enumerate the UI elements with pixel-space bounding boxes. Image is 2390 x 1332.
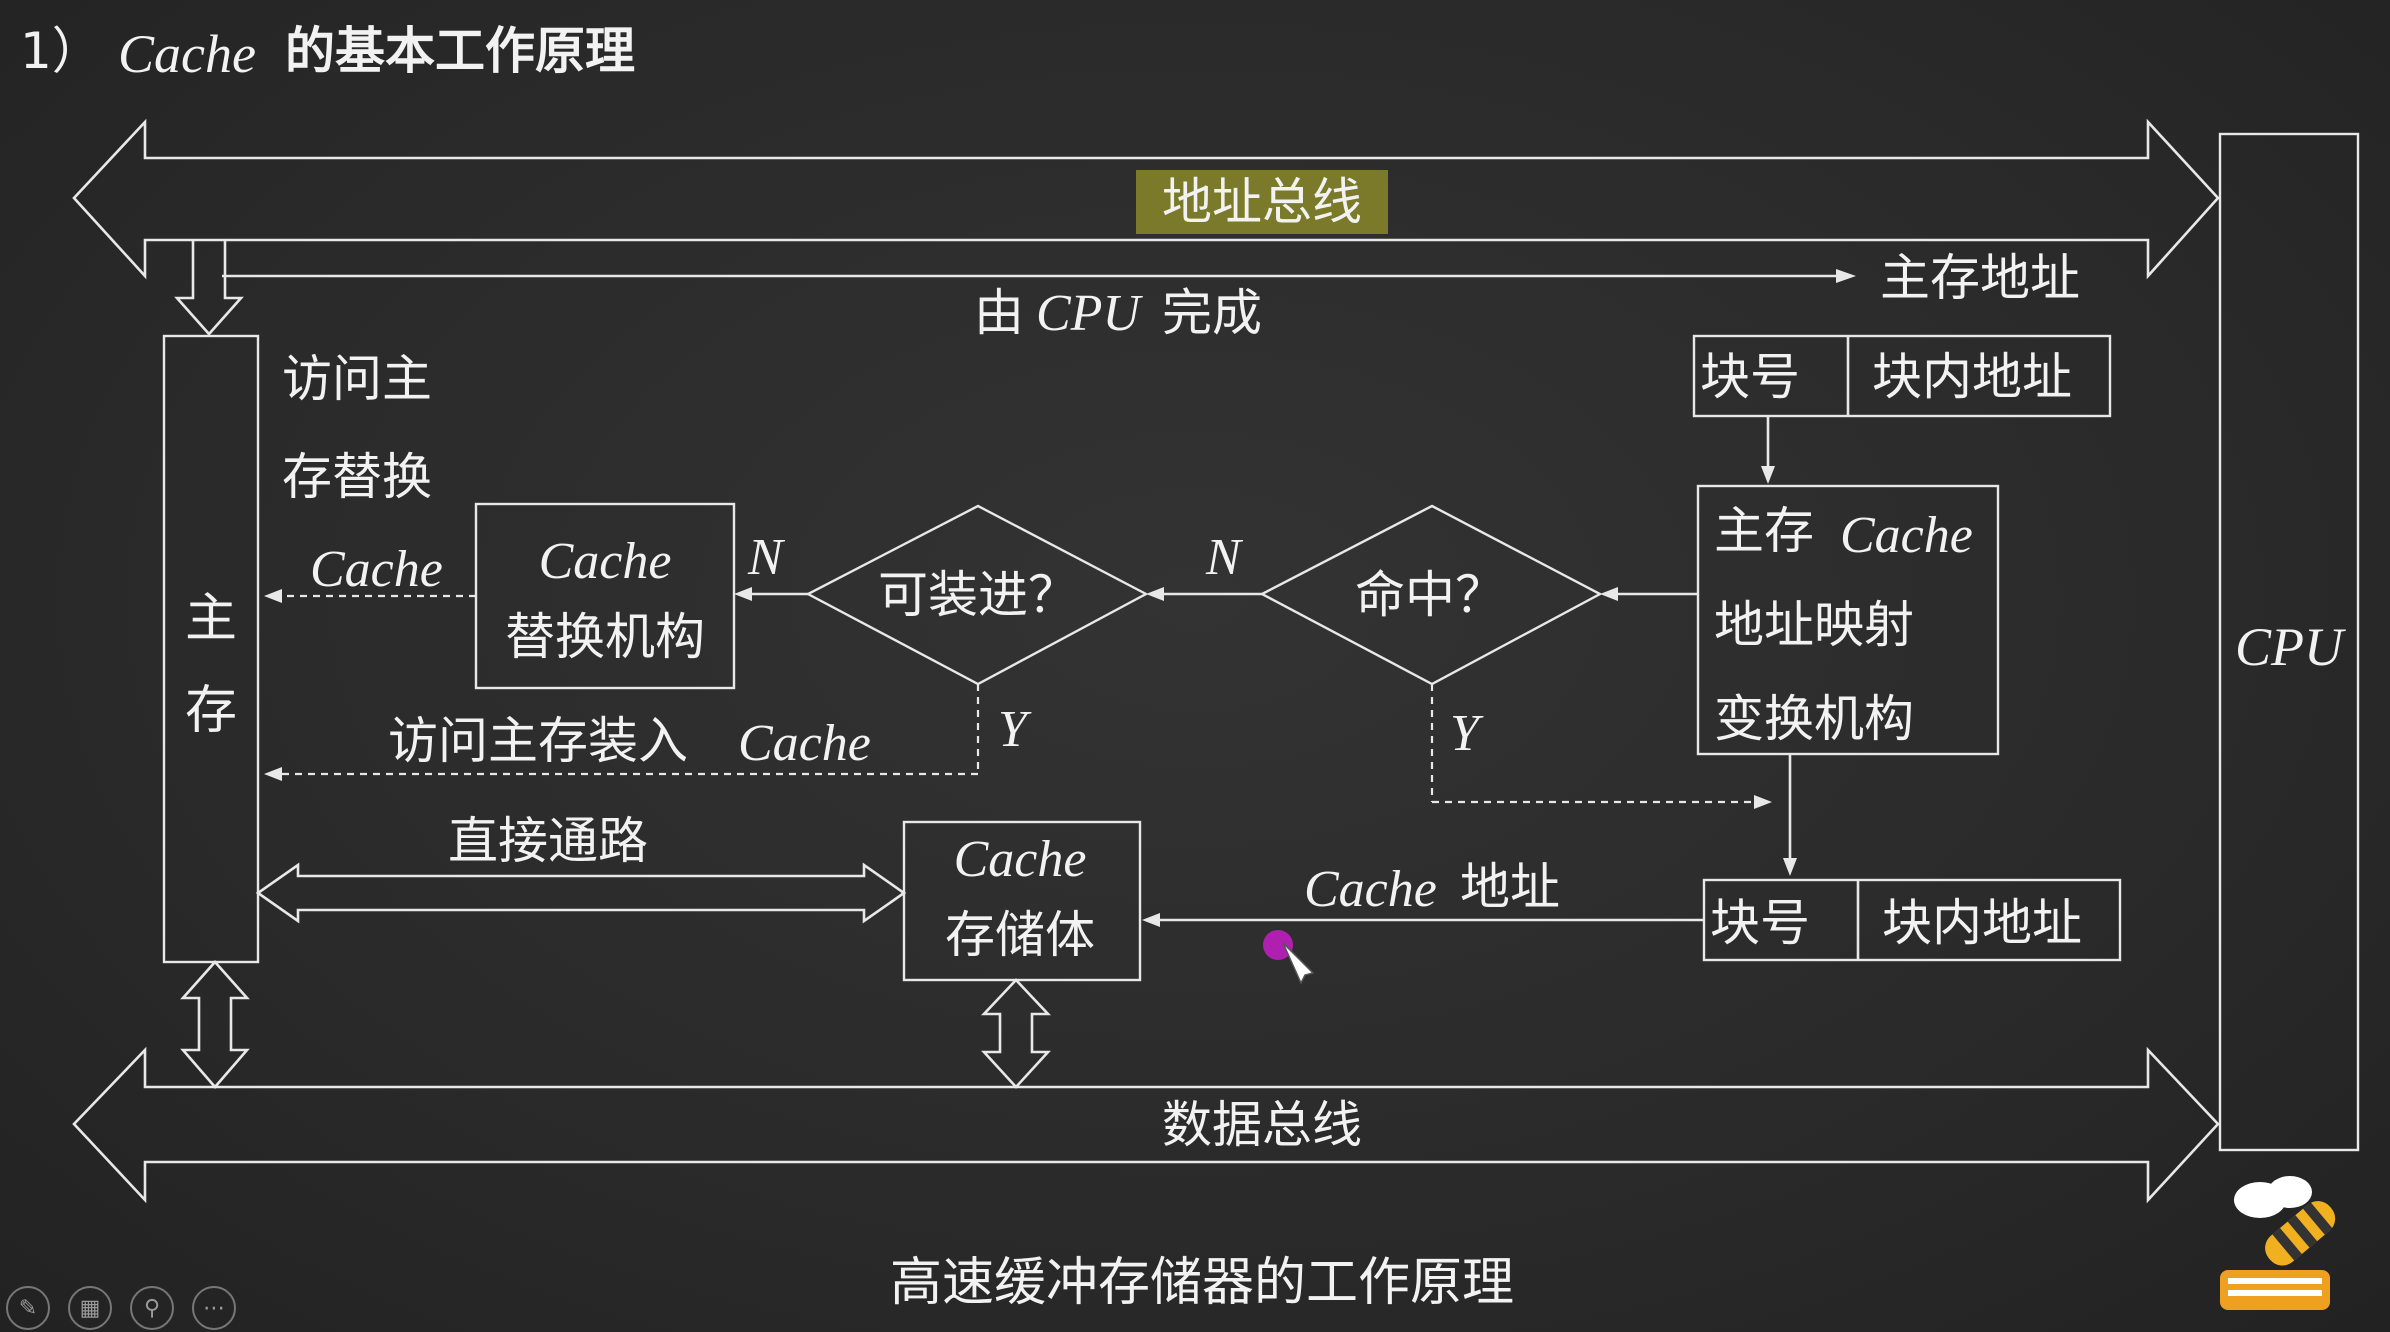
zoom-icon[interactable]: ⚲ <box>130 1286 174 1330</box>
cpu-label: CPU <box>2235 617 2346 677</box>
by-cpu-cpu: CPU <box>1036 285 1143 342</box>
bottom-block-no: 块号 <box>1710 894 1810 952</box>
address-bus: 地址总线 <box>72 118 2220 280</box>
main-memory-box: 主 存 <box>162 334 260 964</box>
visit-load-cache: Cache <box>738 715 871 772</box>
title-rest: 的基本工作原理 <box>285 22 635 80</box>
y-left-label: Y <box>998 701 1032 758</box>
can-load-diamond: 可装进？ <box>805 504 1149 686</box>
bottom-block-offset: 块内地址 <box>1882 894 2082 952</box>
cache-addr-cache: Cache <box>1304 861 1437 918</box>
address-bus-highlight <box>1136 170 1388 234</box>
top-block-offset: 块内地址 <box>1872 348 2072 406</box>
main-address-label: 主存地址 <box>1880 249 2080 307</box>
memory-databus-arrow <box>180 960 250 1089</box>
main-memory-label-bottom: 存 <box>185 681 237 741</box>
by-cpu-prefix: 由 <box>974 284 1024 342</box>
visit-load-prefix: 访问主存装入 <box>388 712 688 770</box>
cache-address-label: Cache 地址 <box>1304 858 1560 918</box>
top-block-no: 块号 <box>1700 348 1800 406</box>
n-right-label: N <box>1205 529 1244 586</box>
replace-mech-line1: Cache <box>539 533 672 590</box>
address-to-memory-arrow <box>174 240 244 336</box>
by-cpu-label: 由 CPU 完成 <box>974 284 1262 342</box>
direct-path-arrow: 直接通路 <box>255 812 907 924</box>
title-prefix: 1） <box>20 22 102 80</box>
can-load-label: 可装进？ <box>878 566 1078 624</box>
more-icon[interactable]: ⋯ <box>192 1286 236 1330</box>
visit-load-label: 访问主存装入 Cache <box>388 712 871 772</box>
cache-addr-suffix: 地址 <box>1460 858 1560 916</box>
grid-icon[interactable]: ▦ <box>68 1286 112 1330</box>
replace-mechanism-box: Cache 替换机构 <box>474 502 736 690</box>
mapping-line2: 地址映射 <box>1714 596 1914 654</box>
storage-databus-arrow <box>980 978 1052 1089</box>
slide-title: 1） Cache 的基本工作原理 <box>20 22 635 84</box>
direct-path-label: 直接通路 <box>448 812 648 870</box>
main-memory-label-top: 主 <box>185 589 237 649</box>
mapping-box: 主存 Cache 地址映射 变换机构 <box>1696 484 2000 756</box>
presentation-toolbar: ✎ ▦ ⚲ ⋯ <box>0 1284 286 1332</box>
cache-dashed-label: Cache <box>310 541 443 598</box>
n-left-label: N <box>747 529 786 586</box>
cursor-pointer <box>1263 930 1315 985</box>
replace-mech-line2: 替换机构 <box>505 608 705 666</box>
data-bus: 数据总线 <box>72 1046 2220 1204</box>
hit-label: 命中？ <box>1355 566 1505 624</box>
cache-storage-box: Cache 存储体 <box>902 820 1142 982</box>
data-bus-label: 数据总线 <box>1162 1096 1362 1154</box>
storage-line2: 存储体 <box>945 906 1095 964</box>
storage-line1: Cache <box>954 831 1087 888</box>
by-cpu-suffix: 完成 <box>1162 284 1262 342</box>
top-address-box: 块号 块内地址 <box>1692 334 2112 418</box>
visit-replace-line1: 访问主 <box>282 350 432 408</box>
bottom-address-box: 块号 块内地址 <box>1702 878 2122 962</box>
y-right-label: Y <box>1450 705 1484 762</box>
address-bus-label: 地址总线 <box>1162 173 1362 231</box>
mapping-line1-cache: Cache <box>1840 507 1973 564</box>
mapping-line3: 变换机构 <box>1714 690 1914 748</box>
pencil-icon[interactable]: ✎ <box>6 1286 50 1330</box>
hit-diamond: 命中？ <box>1259 504 1603 686</box>
main-address-line: 主存地址 <box>222 249 2080 307</box>
slide-caption: 高速缓冲存储器的工作原理 <box>890 1253 1514 1313</box>
visit-replace-line2: 存替换 <box>282 448 432 506</box>
title-cache-word: Cache <box>118 24 256 84</box>
cpu-box: CPU <box>2218 132 2360 1152</box>
mapping-line1-prefix: 主存 <box>1714 502 1814 560</box>
bee-logo-icon <box>2220 1176 2336 1310</box>
